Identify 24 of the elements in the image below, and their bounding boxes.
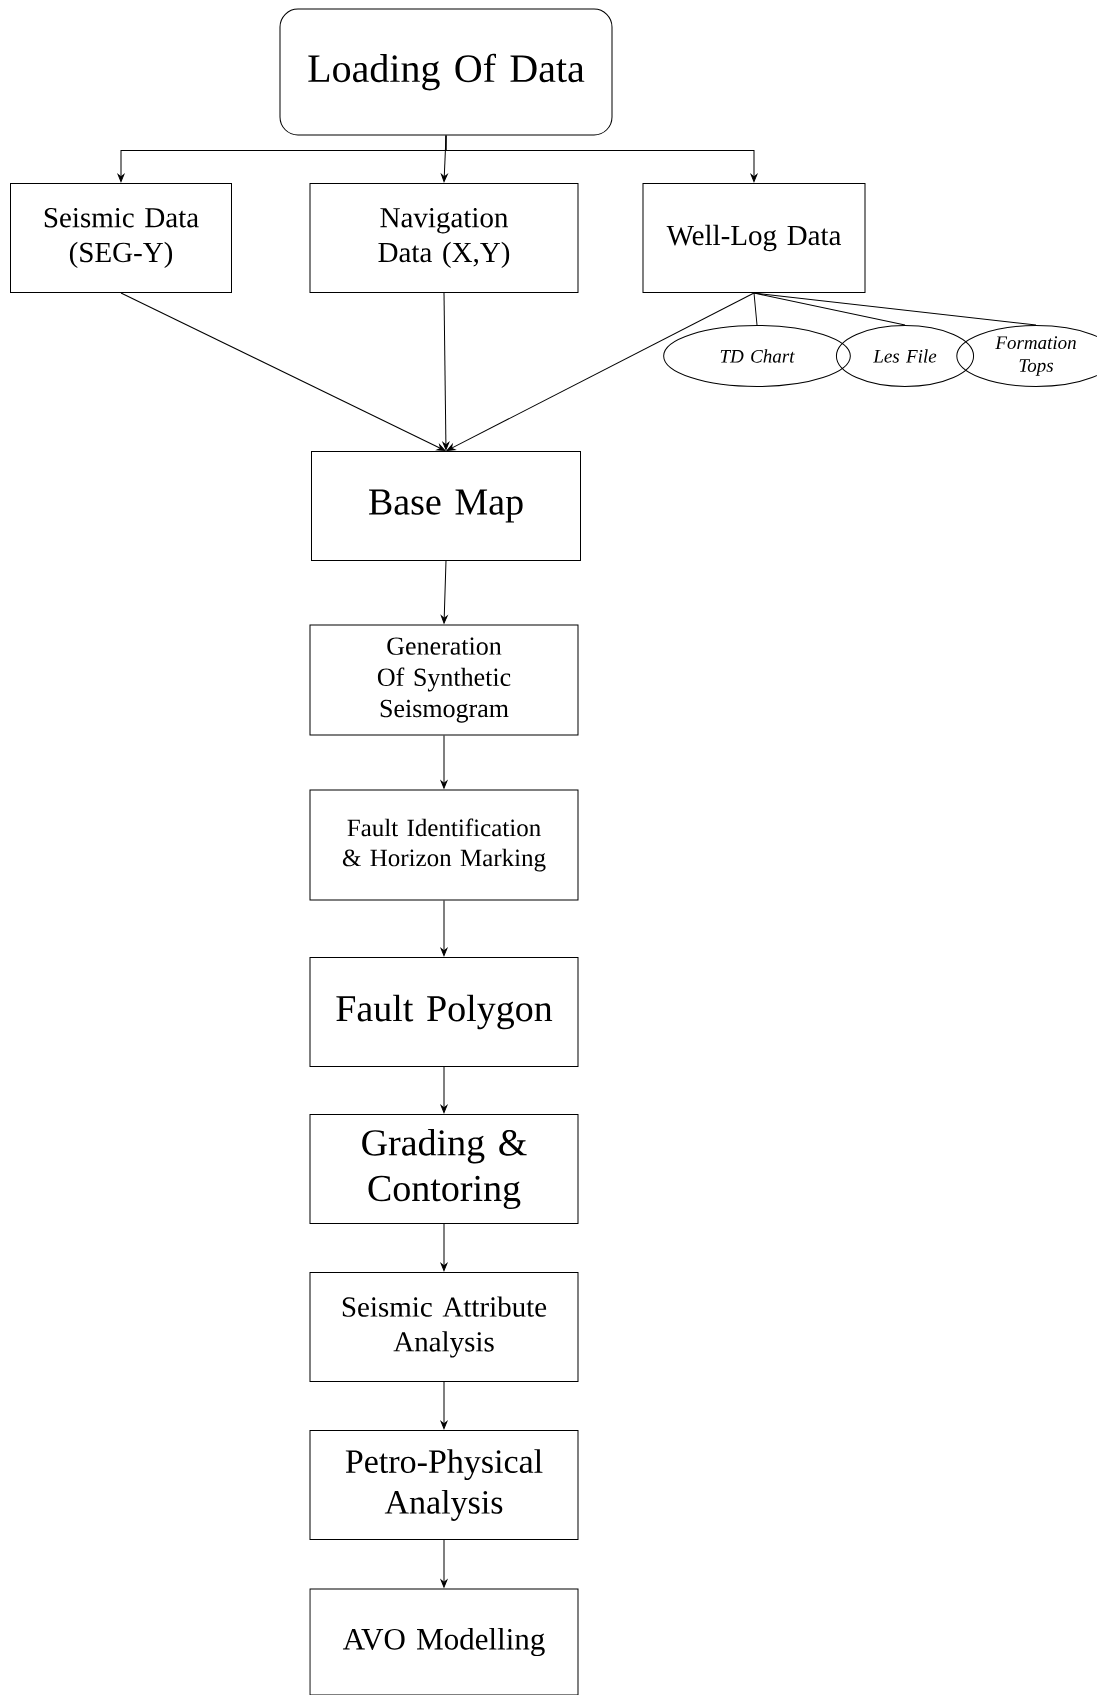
- arrow: [120, 292, 446, 451]
- process-box: Fault Identification & Horizon Marking: [309, 789, 579, 901]
- arrow: [440, 1066, 448, 1114]
- process-box: AVO Modelling: [309, 1588, 579, 1695]
- process-box: Generation Of Synthetic Seismogram: [309, 624, 579, 736]
- arrow: [440, 1539, 448, 1588]
- process-box: Grading & Contoring: [309, 1114, 579, 1224]
- process-box: Base Map: [311, 451, 581, 561]
- process-box: Seismic Data (SEG-Y): [10, 183, 232, 293]
- process-box: Navigation Data (X,Y): [309, 183, 579, 293]
- arrow: [440, 560, 448, 624]
- process-box: Well-Log Data: [642, 183, 866, 293]
- arrow: [446, 292, 755, 451]
- arrow: [440, 1223, 448, 1272]
- arrow: [442, 292, 450, 451]
- process-box: Fault Polygon: [309, 957, 579, 1067]
- process-box: Seismic Attribute Analysis: [309, 1272, 579, 1382]
- arrow: [440, 900, 448, 957]
- arrow: [440, 735, 448, 789]
- process-box: Loading Of Data: [279, 8, 613, 136]
- arrow: [445, 135, 758, 183]
- process-box: Petro-Physical Analysis: [309, 1430, 579, 1540]
- arrow: [440, 1381, 448, 1430]
- arrow: [441, 135, 448, 183]
